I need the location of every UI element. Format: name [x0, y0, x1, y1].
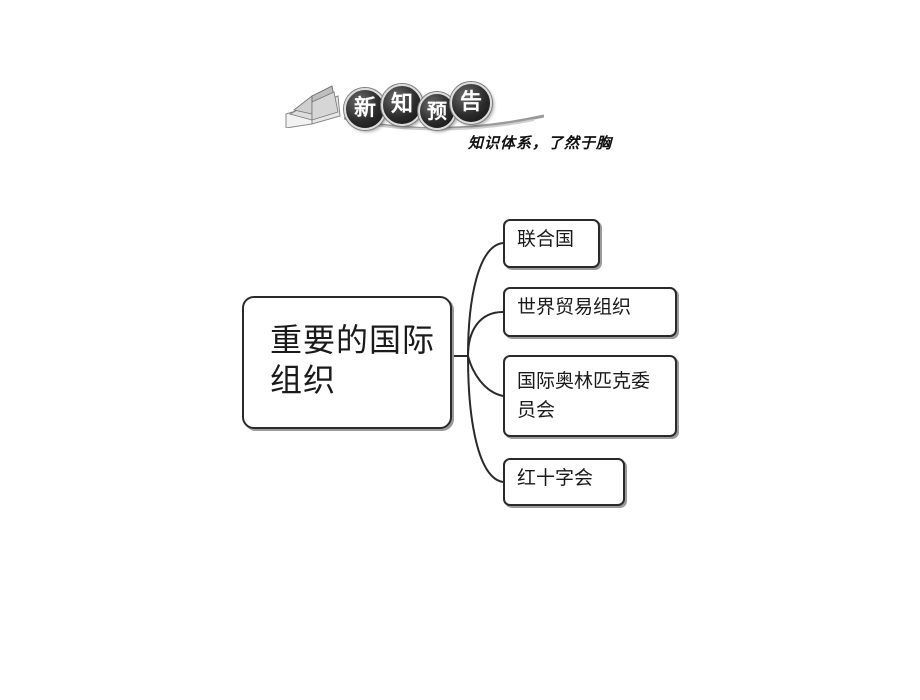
- section-banner: 新 知 预 告 知识体系，了然于胸: [282, 82, 652, 157]
- title-badge: 新: [344, 88, 386, 130]
- root-node: 重要的国际组织: [242, 296, 452, 429]
- branch-node: 红十字会: [503, 458, 625, 506]
- open-book-icon: [285, 85, 341, 128]
- branch-node: 国际奥林匹克委员会: [503, 355, 677, 437]
- branch-node: 联合国: [503, 219, 600, 268]
- title-badge: 告: [450, 82, 492, 124]
- title-badge: 预: [418, 92, 456, 130]
- branch-node: 世界贸易组织: [503, 287, 677, 337]
- title-badge: 知: [381, 84, 423, 126]
- banner-subtitle: 知识体系，了然于胸: [468, 134, 613, 152]
